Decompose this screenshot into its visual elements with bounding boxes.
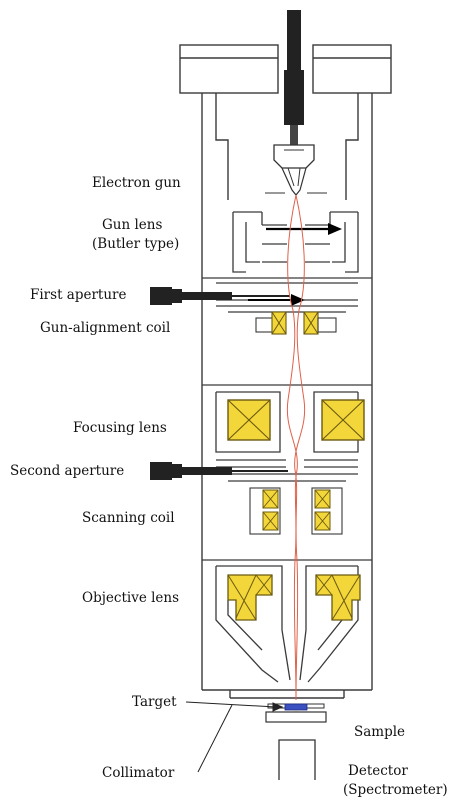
column-housing	[201, 93, 373, 699]
label-objective-lens: Objective lens	[82, 590, 180, 606]
detector-body	[278, 739, 316, 780]
objective-lens-coil-right	[315, 574, 361, 621]
label-electron-gun: Electron gun	[92, 175, 181, 191]
label-first-aperture: First aperture	[30, 287, 127, 303]
focusing-lens-coil-left	[227, 399, 271, 441]
gun-lens-electrodes	[232, 211, 359, 273]
objective-lens-coil-left	[227, 574, 273, 621]
electron-beam	[286, 194, 306, 701]
target-assembly	[265, 703, 327, 723]
label-gun-lens-type: (Butler type)	[92, 236, 180, 252]
objective-lens-pole-pieces	[202, 559, 372, 683]
leader-lines	[185, 701, 284, 773]
scanning-coil	[249, 487, 343, 535]
label-second-aperture: Second aperture	[10, 463, 125, 479]
label-target: Target	[132, 694, 177, 710]
top-flange	[179, 44, 392, 94]
aperture-plate-2	[216, 466, 358, 482]
focusing-lens-coil-right	[321, 399, 365, 441]
label-focusing-lens: Focusing lens	[73, 420, 167, 436]
label-detector: Detector	[348, 763, 408, 779]
gun-lens-arrow	[266, 223, 342, 235]
label-sample: Sample	[354, 724, 406, 740]
label-collimator: Collimator	[102, 765, 175, 781]
label-scanning-coil: Scanning coil	[82, 510, 175, 526]
label-gun-alignment-coil: Gun-alignment coil	[40, 320, 171, 336]
label-detector-spectrometer: (Spectrometer)	[343, 782, 448, 798]
second-aperture-rod	[150, 462, 288, 480]
electron-gun	[265, 10, 327, 196]
first-aperture-rod	[150, 287, 305, 306]
label-gun-lens: Gun lens	[102, 217, 163, 233]
gun-alignment-coil	[255, 311, 337, 335]
